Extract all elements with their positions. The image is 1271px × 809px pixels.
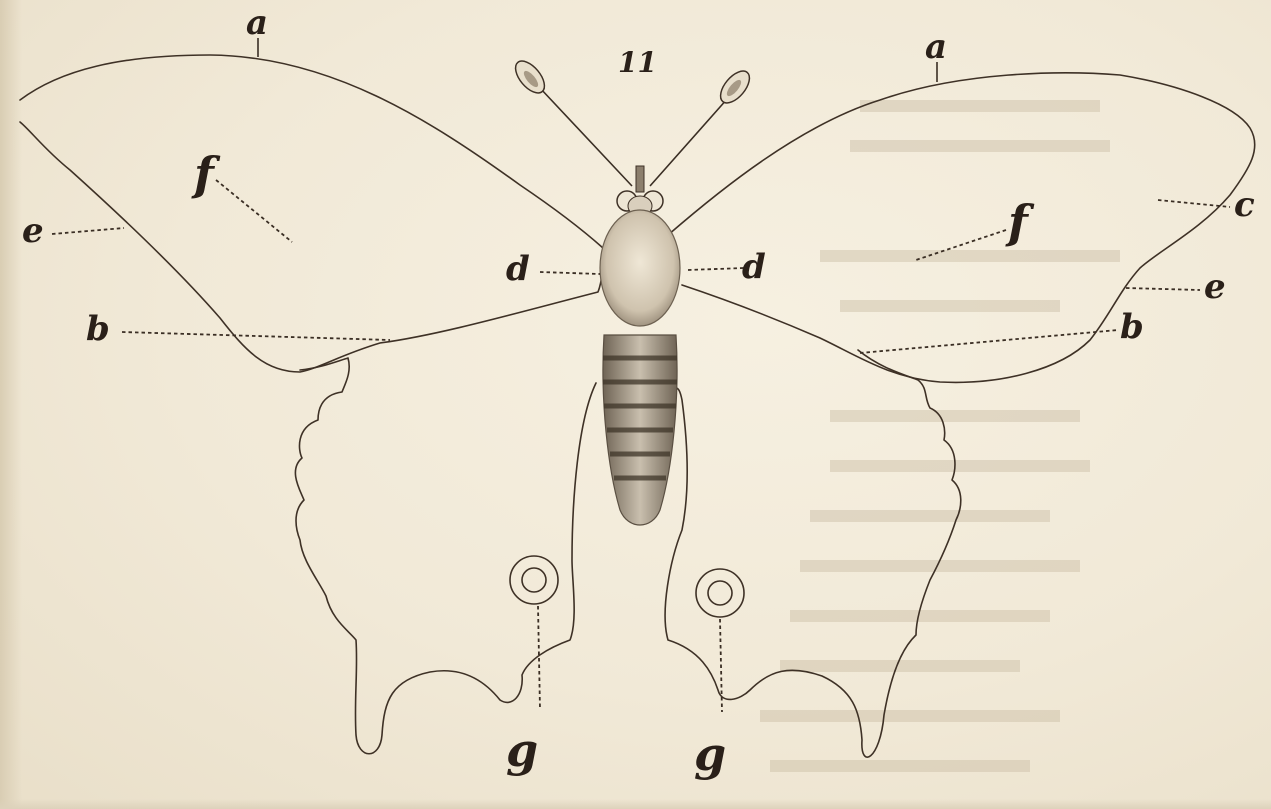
- label-g-left: g: [506, 723, 538, 777]
- label-a-right: a: [925, 27, 947, 67]
- label-f-right: f: [1005, 195, 1035, 249]
- left-hindwing-outline: [295, 358, 596, 754]
- thorax: [600, 210, 680, 326]
- plate-number: 11: [618, 46, 657, 79]
- label-d-right-leader: [688, 268, 744, 270]
- label-c-right: c: [1234, 185, 1255, 225]
- right-forewing-outline: [668, 73, 1255, 383]
- label-d-left-leader: [540, 272, 600, 274]
- label-b-left-leader: [122, 332, 390, 340]
- left-eyespot: [510, 556, 558, 604]
- label-e-right-leader: [1126, 288, 1200, 290]
- label-c-right-leader: [1158, 200, 1230, 207]
- bleed-through-text: [760, 100, 1120, 772]
- label-g-right-leader: [720, 619, 722, 712]
- label-e-left: e: [22, 211, 44, 251]
- head: [617, 166, 663, 216]
- label-b-right: b: [1120, 307, 1144, 347]
- label-e-right: e: [1204, 267, 1226, 307]
- label-b-left: b: [86, 309, 110, 349]
- label-f-left-leader: [216, 180, 292, 242]
- label-a-left: a: [246, 3, 268, 43]
- label-d-left: d: [506, 249, 530, 289]
- label-g-right: g: [694, 727, 726, 781]
- label-d-right: d: [742, 247, 766, 287]
- label-e-left-leader: [52, 228, 124, 234]
- abdomen: [603, 335, 677, 525]
- label-g-left-leader: [538, 606, 540, 710]
- label-f-left: f: [191, 147, 221, 201]
- right-eyespot: [696, 569, 744, 617]
